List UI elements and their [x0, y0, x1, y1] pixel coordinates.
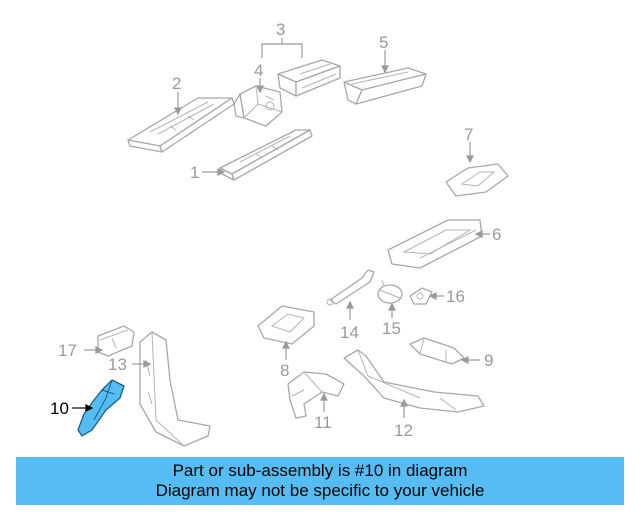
callout-5: 5	[379, 33, 388, 52]
part-5	[343, 67, 427, 105]
callout-7: 7	[464, 125, 473, 144]
callout-labels: 1 2 3 4 5 6 7 8 9 10 11 12 13 14 15 16 1…	[50, 20, 501, 440]
part-7	[445, 163, 509, 197]
callout-9: 9	[484, 351, 493, 370]
callout-1: 1	[190, 163, 199, 182]
info-banner: Part or sub-assembly is #10 in diagram D…	[16, 457, 624, 505]
callout-17: 17	[58, 341, 77, 360]
callout-8: 8	[280, 361, 289, 380]
callout-6: 6	[492, 225, 501, 244]
part-9	[409, 337, 465, 365]
part-8	[257, 305, 315, 345]
leader-lines	[72, 38, 490, 418]
callout-2: 2	[172, 74, 181, 93]
part-3	[277, 59, 341, 97]
part-1	[219, 129, 313, 181]
part-14	[326, 269, 375, 306]
callout-12: 12	[394, 421, 413, 440]
callout-3: 3	[276, 20, 285, 39]
parts-diagram: 1 2 3 4 5 6 7 8 9 10 11 12 13 14 15 16 1…	[50, 20, 509, 447]
part-13	[139, 331, 211, 447]
callout-10[interactable]: 10	[50, 399, 69, 418]
part-16	[409, 287, 433, 305]
part-11	[287, 371, 345, 419]
part-12	[343, 349, 485, 413]
callout-16: 16	[446, 287, 465, 306]
callout-11: 11	[314, 413, 332, 432]
part-4	[233, 85, 283, 127]
callout-13: 13	[108, 355, 127, 374]
banner-line-part: Part or sub-assembly is #10 in diagram	[172, 461, 468, 480]
callout-14: 14	[340, 323, 359, 342]
banner-line-disclaimer: Diagram may not be specific to your vehi…	[155, 481, 485, 500]
callout-15: 15	[382, 319, 401, 338]
part-17	[97, 325, 135, 357]
callout-4: 4	[254, 61, 263, 80]
part-2	[127, 97, 235, 153]
part-15	[377, 279, 403, 304]
part-6	[387, 219, 483, 269]
